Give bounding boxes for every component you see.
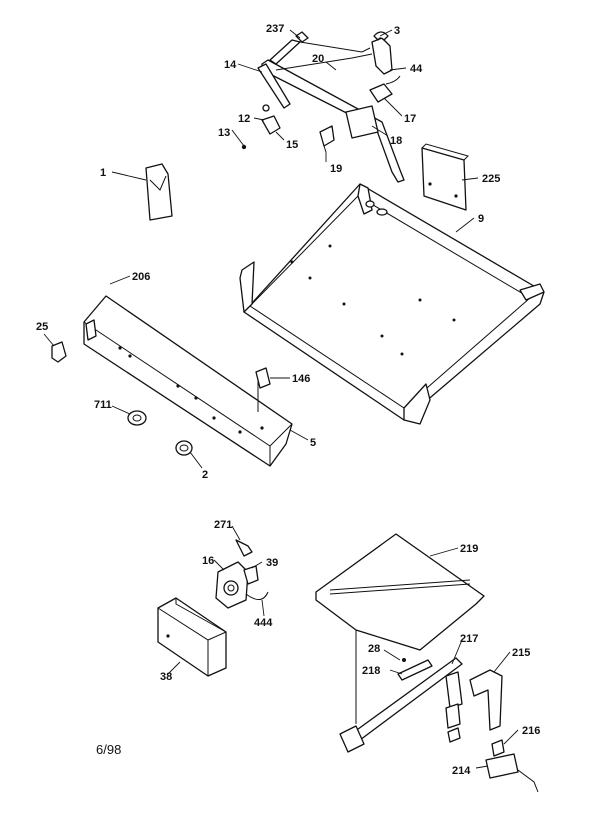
label-13: 13 — [218, 127, 230, 139]
label-39: 39 — [266, 557, 278, 569]
label-17: 17 — [404, 113, 416, 125]
label-3: 3 — [394, 25, 400, 37]
label-206: 206 — [132, 271, 150, 283]
label-214: 214 — [452, 765, 471, 777]
instruction-sheet-part — [145, 163, 173, 221]
burner-box-part — [239, 183, 545, 425]
label-216: 216 — [522, 725, 540, 737]
label-25: 25 — [36, 321, 48, 333]
label-9: 9 — [478, 213, 484, 225]
label-44: 44 — [410, 63, 423, 75]
label-15: 15 — [286, 139, 298, 151]
lower-tube-assembly — [339, 630, 539, 793]
leader-lines — [43, 29, 519, 769]
label-5: 5 — [310, 437, 316, 449]
label-146: 146 — [292, 373, 310, 385]
label-14: 14 — [224, 59, 237, 71]
knob-part-711 — [127, 410, 147, 426]
label-218: 218 — [362, 665, 380, 677]
clip-part-146 — [255, 367, 271, 389]
label-1: 1 — [100, 167, 106, 179]
bracket-plate-part — [421, 143, 469, 211]
label-16: 16 — [202, 555, 214, 567]
label-28: 28 — [368, 643, 380, 655]
label-711: 711 — [94, 399, 112, 411]
valve-assembly — [157, 539, 269, 677]
label-444: 444 — [254, 617, 273, 629]
date-code: 6/98 — [96, 742, 121, 757]
label-237: 237 — [266, 23, 284, 35]
label-217: 217 — [460, 633, 478, 645]
label-20: 20 — [312, 53, 324, 65]
label-225: 225 — [482, 173, 500, 185]
reflector-plate-part — [315, 533, 485, 651]
small-parts — [51, 341, 271, 456]
label-12: 12 — [238, 113, 250, 125]
label-271: 271 — [214, 519, 232, 531]
manifold-panel-part — [83, 295, 293, 467]
label-2: 2 — [202, 469, 208, 481]
part-labels: 237 3 20 14 44 17 12 15 13 18 19 1 225 9… — [36, 23, 540, 777]
label-38: 38 — [160, 671, 172, 683]
clip-part-25 — [51, 341, 67, 363]
label-215: 215 — [512, 647, 530, 659]
label-18: 18 — [390, 135, 402, 147]
knob-part-2 — [175, 440, 193, 456]
label-19: 19 — [330, 163, 342, 175]
label-219: 219 — [460, 543, 478, 555]
